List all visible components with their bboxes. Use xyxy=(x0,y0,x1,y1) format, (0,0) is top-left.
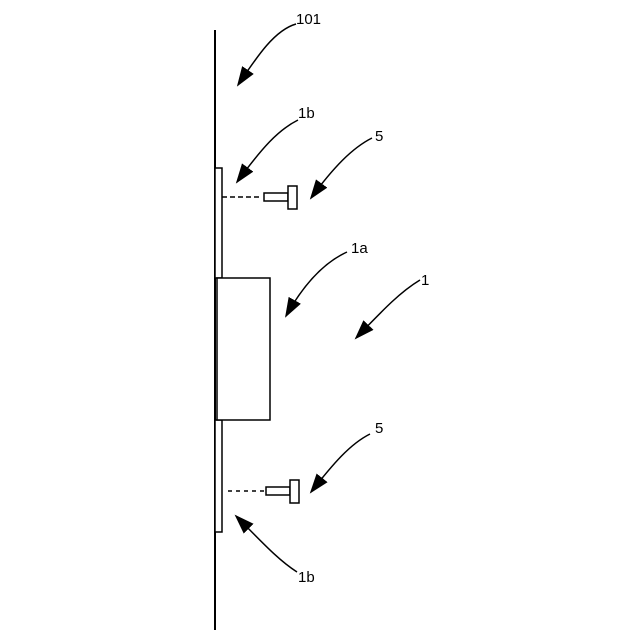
flange-bottom xyxy=(215,420,222,532)
flange-top xyxy=(215,168,222,278)
label-device: 1 xyxy=(421,272,429,289)
device xyxy=(215,168,270,532)
screw-top xyxy=(222,186,297,209)
leader-device xyxy=(356,280,420,338)
label-flange-top: 1b xyxy=(298,105,315,122)
label-wall: 101 xyxy=(296,11,321,28)
leader-flange-bottom xyxy=(236,516,297,572)
label-screw-bottom: 5 xyxy=(375,420,383,437)
leader-body xyxy=(286,252,347,316)
screw-bottom xyxy=(228,480,299,503)
label-screw-top: 5 xyxy=(375,128,383,145)
leader-screw-top xyxy=(311,138,372,198)
label-flange-bottom: 1b xyxy=(298,569,315,586)
label-body: 1a xyxy=(351,240,368,257)
leader-wall xyxy=(238,24,296,85)
leader-screw-bottom xyxy=(311,434,370,492)
leader-flange-top xyxy=(237,120,298,182)
device-body xyxy=(217,278,270,420)
